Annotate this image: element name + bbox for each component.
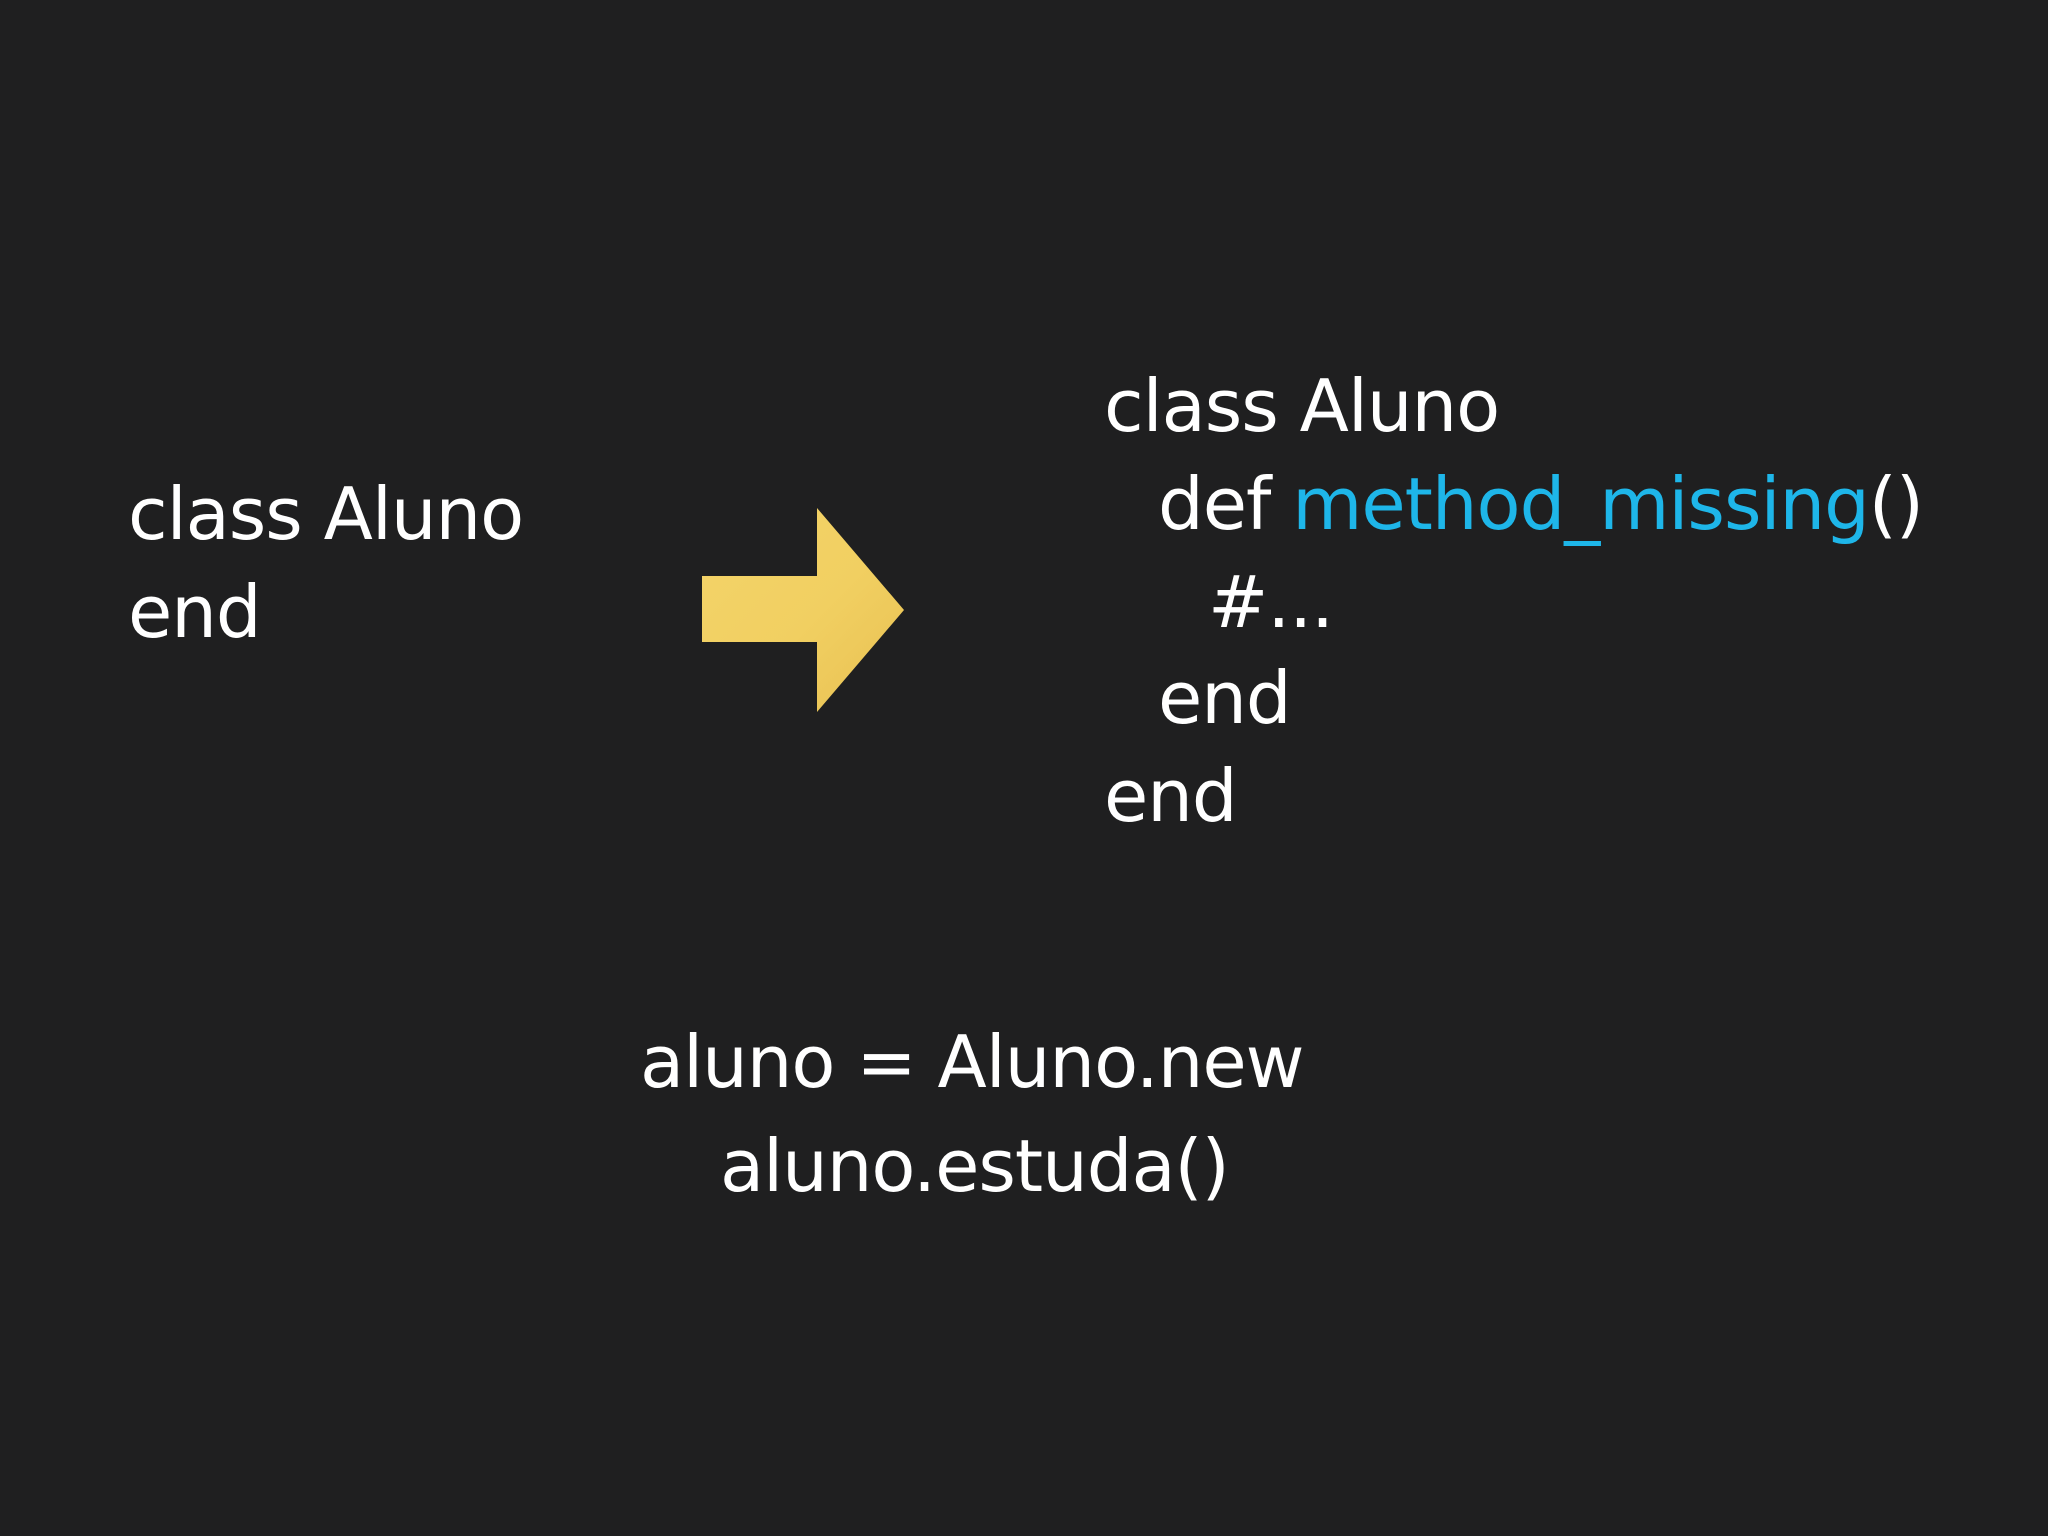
method-parens: () <box>1868 462 1924 546</box>
left-code-line-1: class Aluno <box>128 472 524 556</box>
left-code-line-2: end <box>128 570 262 654</box>
def-keyword: def <box>1158 462 1293 546</box>
right-arrow-icon <box>702 508 904 712</box>
right-code-line-1: class Aluno <box>1104 364 1500 448</box>
right-code-line-4: end <box>1158 656 1292 740</box>
right-code-line-3: #... <box>1208 560 1334 644</box>
right-code-line-2: def method_missing() <box>1158 468 1924 540</box>
method-name: method_missing <box>1292 462 1870 546</box>
bottom-code-line-1: aluno = Aluno.new <box>640 1020 1305 1104</box>
right-code-line-5: end <box>1104 754 1238 838</box>
bottom-code-line-2: aluno.estuda() <box>720 1124 1230 1208</box>
